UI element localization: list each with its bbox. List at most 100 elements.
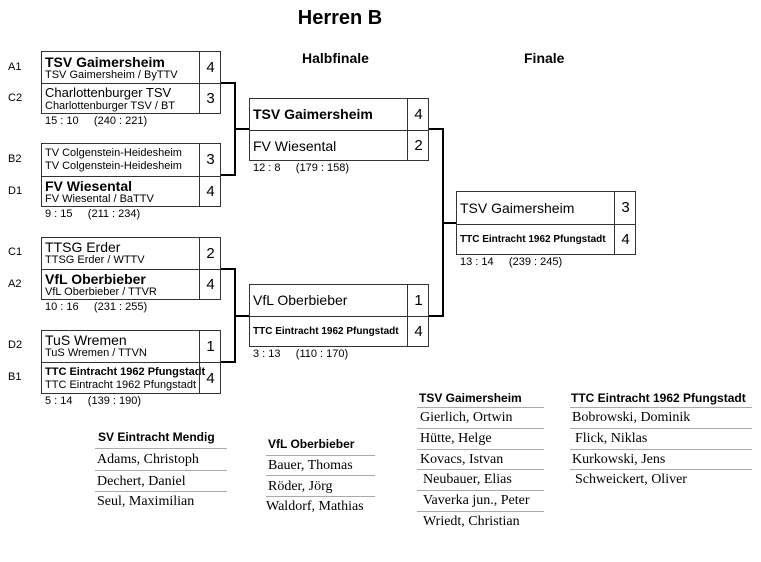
seed-label: D1 bbox=[8, 185, 23, 197]
slot-divider bbox=[42, 83, 220, 84]
team-name: Charlottenburger TSV bbox=[45, 85, 172, 100]
team-score: 4 bbox=[199, 177, 221, 207]
bracket-line bbox=[234, 128, 249, 130]
team-score: 4 bbox=[199, 363, 221, 394]
semifinal-match-2: VfL Oberbieber 1 TTC Eintracht 1962 Pfun… bbox=[249, 284, 429, 347]
roster-divider bbox=[417, 407, 544, 408]
roster-title: SV Eintracht Mendig bbox=[98, 430, 215, 444]
seed-label: C1 bbox=[8, 246, 23, 258]
roster-divider bbox=[95, 470, 227, 471]
team-score: 4 bbox=[199, 52, 221, 83]
quarterfinal-match-3: TTSG Erder TTSG Erder / WTTV 2 VfL Oberb… bbox=[41, 237, 221, 300]
roster-divider bbox=[266, 475, 375, 476]
team-association: TuS Wremen / TTVN bbox=[45, 347, 147, 359]
roster-divider bbox=[417, 490, 544, 491]
match-stats: 5 : 14 (139 : 190) bbox=[45, 395, 142, 407]
final-match: TSV Gaimersheim 3 TTC Eintracht 1962 Pfu… bbox=[456, 191, 636, 255]
team-slot: FV Wiesental FV Wiesental / BaTTV bbox=[42, 177, 199, 207]
match-stats: 13 : 14 (239 : 245) bbox=[460, 256, 563, 268]
team-name: TTC Eintracht 1962 Pfungstadt bbox=[253, 326, 399, 337]
slot-divider bbox=[42, 176, 220, 177]
roster-player: Adams, Christoph bbox=[97, 452, 199, 467]
roster-player: Hütte, Helge bbox=[420, 431, 492, 446]
team-score: 3 bbox=[614, 192, 636, 224]
team-name: TTSG Erder bbox=[45, 239, 121, 255]
team-association: TTSG Erder / WTTV bbox=[45, 254, 145, 266]
semifinal-match-1: TSV Gaimersheim 4 FV Wiesental 2 bbox=[249, 98, 429, 161]
team-score: 2 bbox=[407, 131, 429, 161]
slot-divider bbox=[457, 224, 635, 225]
roster-player: Flick, Niklas bbox=[575, 431, 648, 446]
roster-divider bbox=[266, 455, 375, 456]
seed-label: C2 bbox=[8, 92, 23, 104]
roster-title: VfL Oberbieber bbox=[268, 437, 355, 451]
seed-label: D2 bbox=[8, 339, 23, 351]
bracket-line bbox=[221, 361, 235, 363]
quarterfinal-match-4: TuS Wremen TuS Wremen / TTVN 1 TTC Eintr… bbox=[41, 330, 221, 394]
team-name: FV Wiesental bbox=[253, 138, 337, 154]
team-score: 1 bbox=[199, 331, 221, 362]
team-association: Charlottenburger TSV / BT bbox=[45, 100, 176, 112]
team-association: TSV Gaimersheim / ByTTV bbox=[45, 69, 178, 81]
team-slot: TV Colgenstein-Heidesheim TV Colgenstein… bbox=[42, 144, 199, 176]
seed-label: A1 bbox=[8, 61, 22, 73]
round-label-semifinal: Halbfinale bbox=[302, 50, 369, 66]
slot-divider bbox=[42, 269, 220, 270]
bracket-line bbox=[429, 128, 443, 130]
team-score: 4 bbox=[407, 317, 429, 347]
slot-divider bbox=[250, 130, 428, 131]
roster-divider bbox=[570, 428, 752, 429]
team-name: TSV Gaimersheim bbox=[460, 200, 575, 216]
team-name: TSV Gaimersheim bbox=[253, 106, 373, 122]
team-name: TTC Eintracht 1962 Pfungstadt bbox=[460, 234, 606, 245]
team-association: TTC Eintracht 1962 Pfungstadt bbox=[45, 379, 197, 391]
roster-player: Dechert, Daniel bbox=[97, 474, 186, 489]
bracket-line bbox=[221, 174, 235, 176]
team-name: VfL Oberbieber bbox=[45, 271, 146, 287]
roster-divider bbox=[95, 448, 227, 449]
match-stats: 9 : 15 (211 : 234) bbox=[45, 208, 141, 220]
round-label-final: Finale bbox=[524, 50, 565, 66]
roster-title: TTC Eintracht 1962 Pfungstadt bbox=[571, 391, 746, 405]
team-slot: Charlottenburger TSV Charlottenburger TS… bbox=[42, 84, 199, 114]
team-score: 4 bbox=[199, 270, 221, 300]
slot-divider bbox=[42, 362, 220, 363]
team-score: 1 bbox=[407, 285, 429, 316]
team-slot: TTC Eintracht 1962 Pfungstadt TTC Eintra… bbox=[42, 363, 206, 394]
team-name: TSV Gaimersheim bbox=[45, 54, 165, 70]
slot-divider bbox=[250, 316, 428, 317]
roster-player: Neubauer, Elias bbox=[423, 472, 512, 487]
match-stats: 10 : 16 (231 : 255) bbox=[45, 301, 148, 313]
team-name: TuS Wremen bbox=[45, 332, 127, 348]
roster-player: Waldorf, Mathias bbox=[266, 499, 364, 514]
seed-label: B1 bbox=[8, 371, 22, 383]
roster-divider bbox=[570, 469, 752, 470]
match-stats: 12 : 8 (179 : 158) bbox=[253, 162, 350, 174]
roster-divider bbox=[570, 449, 752, 450]
roster-player: Röder, Jörg bbox=[268, 479, 333, 494]
bracket-line bbox=[234, 315, 249, 317]
team-slot: VfL Oberbieber VfL Oberbieber / TTVR bbox=[42, 270, 199, 300]
roster-player: Bauer, Thomas bbox=[268, 458, 353, 473]
team-score: 4 bbox=[407, 99, 429, 130]
roster-divider bbox=[266, 496, 375, 497]
team-slot: TuS Wremen TuS Wremen / TTVN bbox=[42, 331, 199, 362]
match-stats: 3 : 13 (110 : 170) bbox=[253, 348, 349, 360]
roster-divider bbox=[417, 428, 544, 429]
team-score: 3 bbox=[199, 144, 221, 176]
roster-player: Bobrowski, Dominik bbox=[572, 410, 691, 425]
team-name: TV Colgenstein-Heidesheim bbox=[45, 147, 182, 159]
roster-divider bbox=[417, 469, 544, 470]
team-name: TTC Eintracht 1962 Pfungstadt bbox=[45, 366, 206, 378]
team-slot: TTSG Erder TTSG Erder / WTTV bbox=[42, 238, 199, 269]
roster-player: Wriedt, Christian bbox=[423, 514, 520, 529]
roster-player: Schweickert, Oliver bbox=[575, 472, 687, 487]
team-score: 2 bbox=[199, 238, 221, 269]
roster-divider bbox=[570, 407, 752, 408]
roster-player: Vaverka jun., Peter bbox=[423, 493, 530, 508]
roster-player: Kurkowski, Jens bbox=[572, 452, 666, 467]
seed-label: A2 bbox=[8, 278, 22, 290]
roster-divider bbox=[95, 491, 227, 492]
page-title: Herren B bbox=[297, 7, 383, 29]
team-score: 3 bbox=[199, 84, 221, 114]
